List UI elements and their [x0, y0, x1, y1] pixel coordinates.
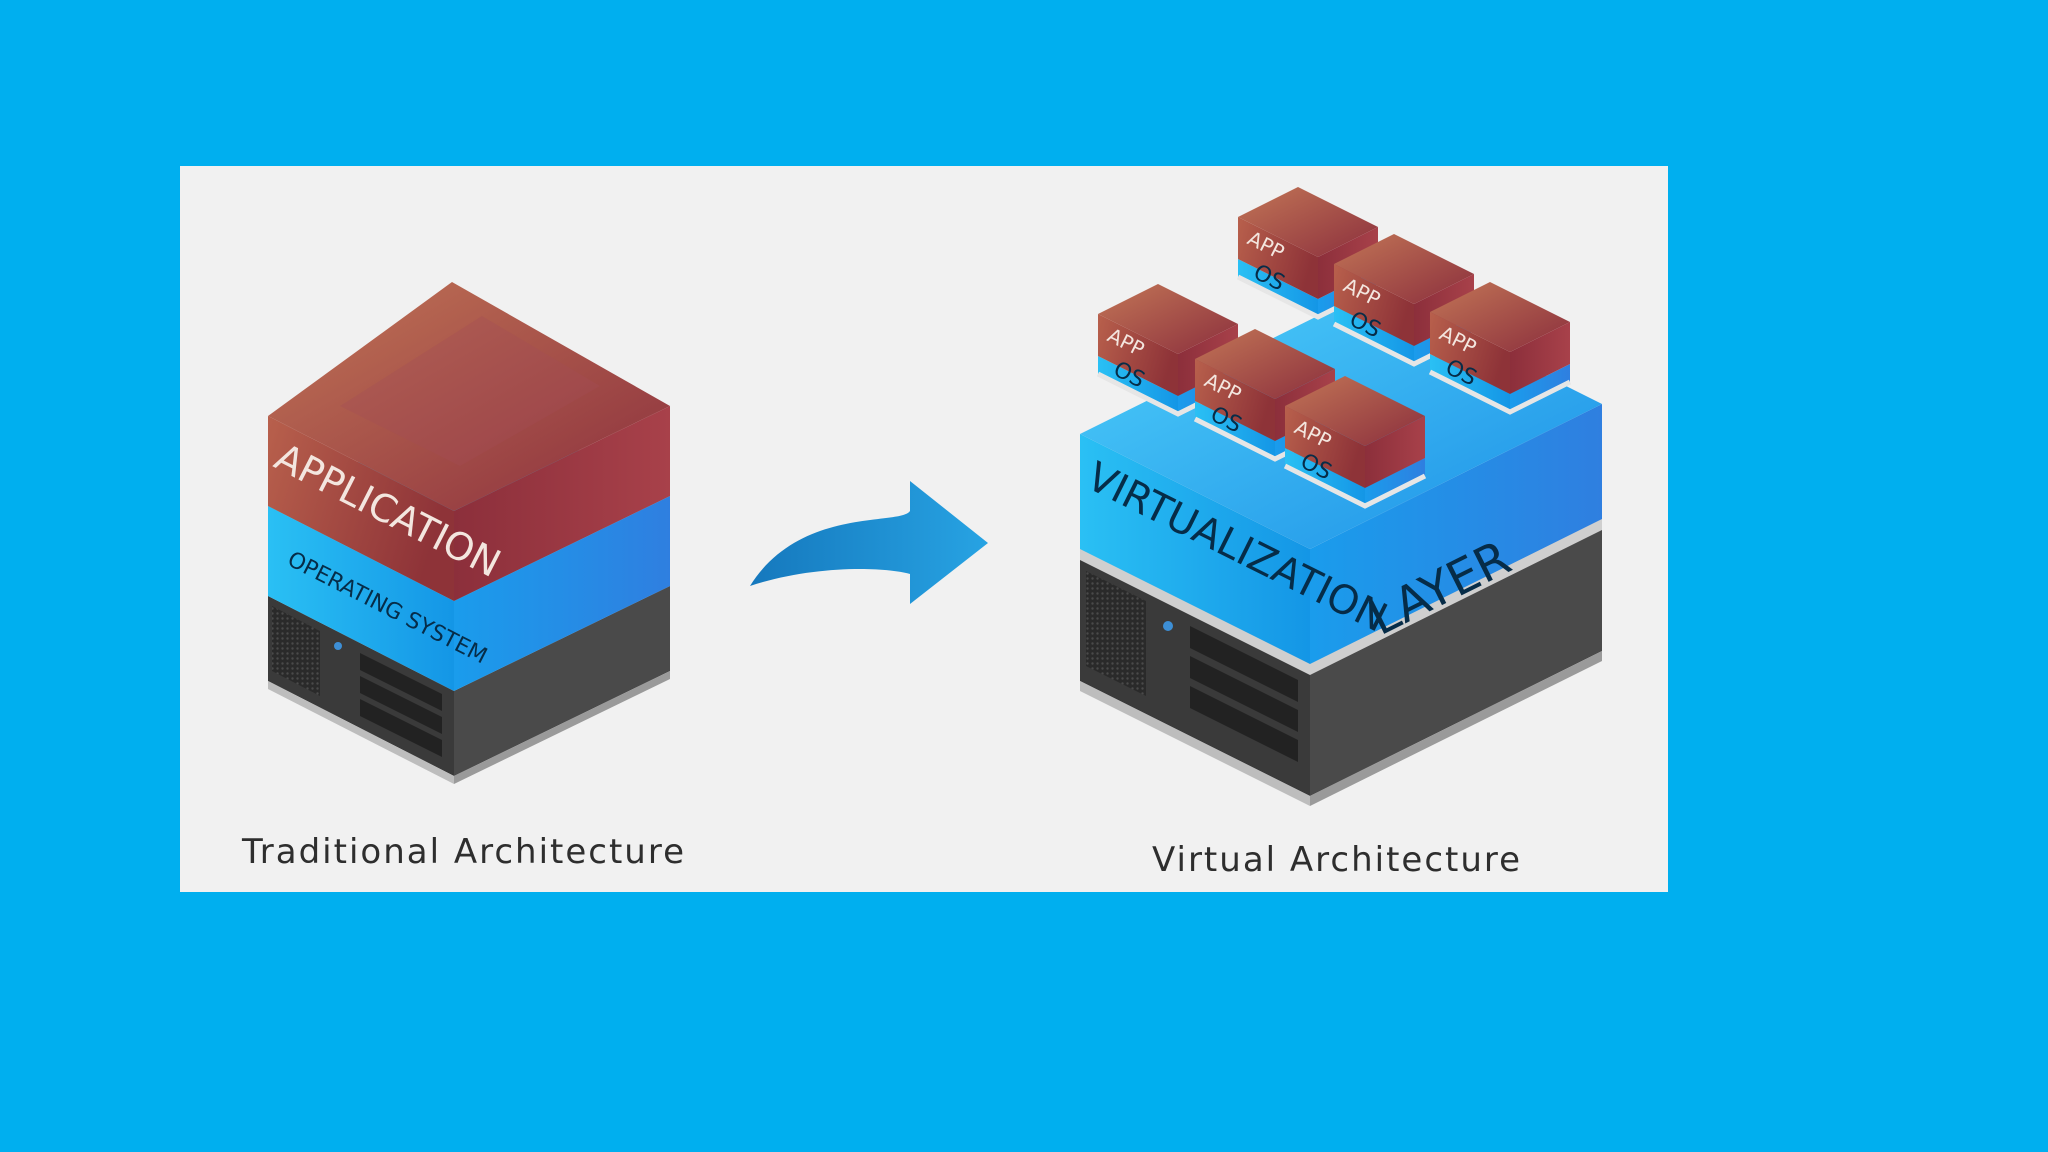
- vm-block: APP OS: [1428, 282, 1572, 415]
- virtual-stack: VIRTUALIZATION LAYER APP OS: [1080, 187, 1602, 806]
- vm-block: APP OS: [1236, 187, 1380, 320]
- virtualization-diagram: APPLICATION OPERATING SYSTEM: [268, 187, 1602, 806]
- diagram-panel: APPLICATION OPERATING SYSTEM: [180, 166, 1668, 892]
- virtual-architecture-caption: Virtual Architecture: [1152, 840, 1523, 880]
- server-icon: [1080, 526, 1602, 806]
- application-layer: [268, 282, 670, 601]
- server-icon: [268, 581, 670, 784]
- traditional-architecture-caption: Traditional Architecture: [242, 832, 686, 872]
- arrow-right-icon: [750, 481, 988, 604]
- vm-block: APP OS: [1283, 376, 1427, 509]
- traditional-stack: APPLICATION OPERATING SYSTEM: [268, 282, 670, 784]
